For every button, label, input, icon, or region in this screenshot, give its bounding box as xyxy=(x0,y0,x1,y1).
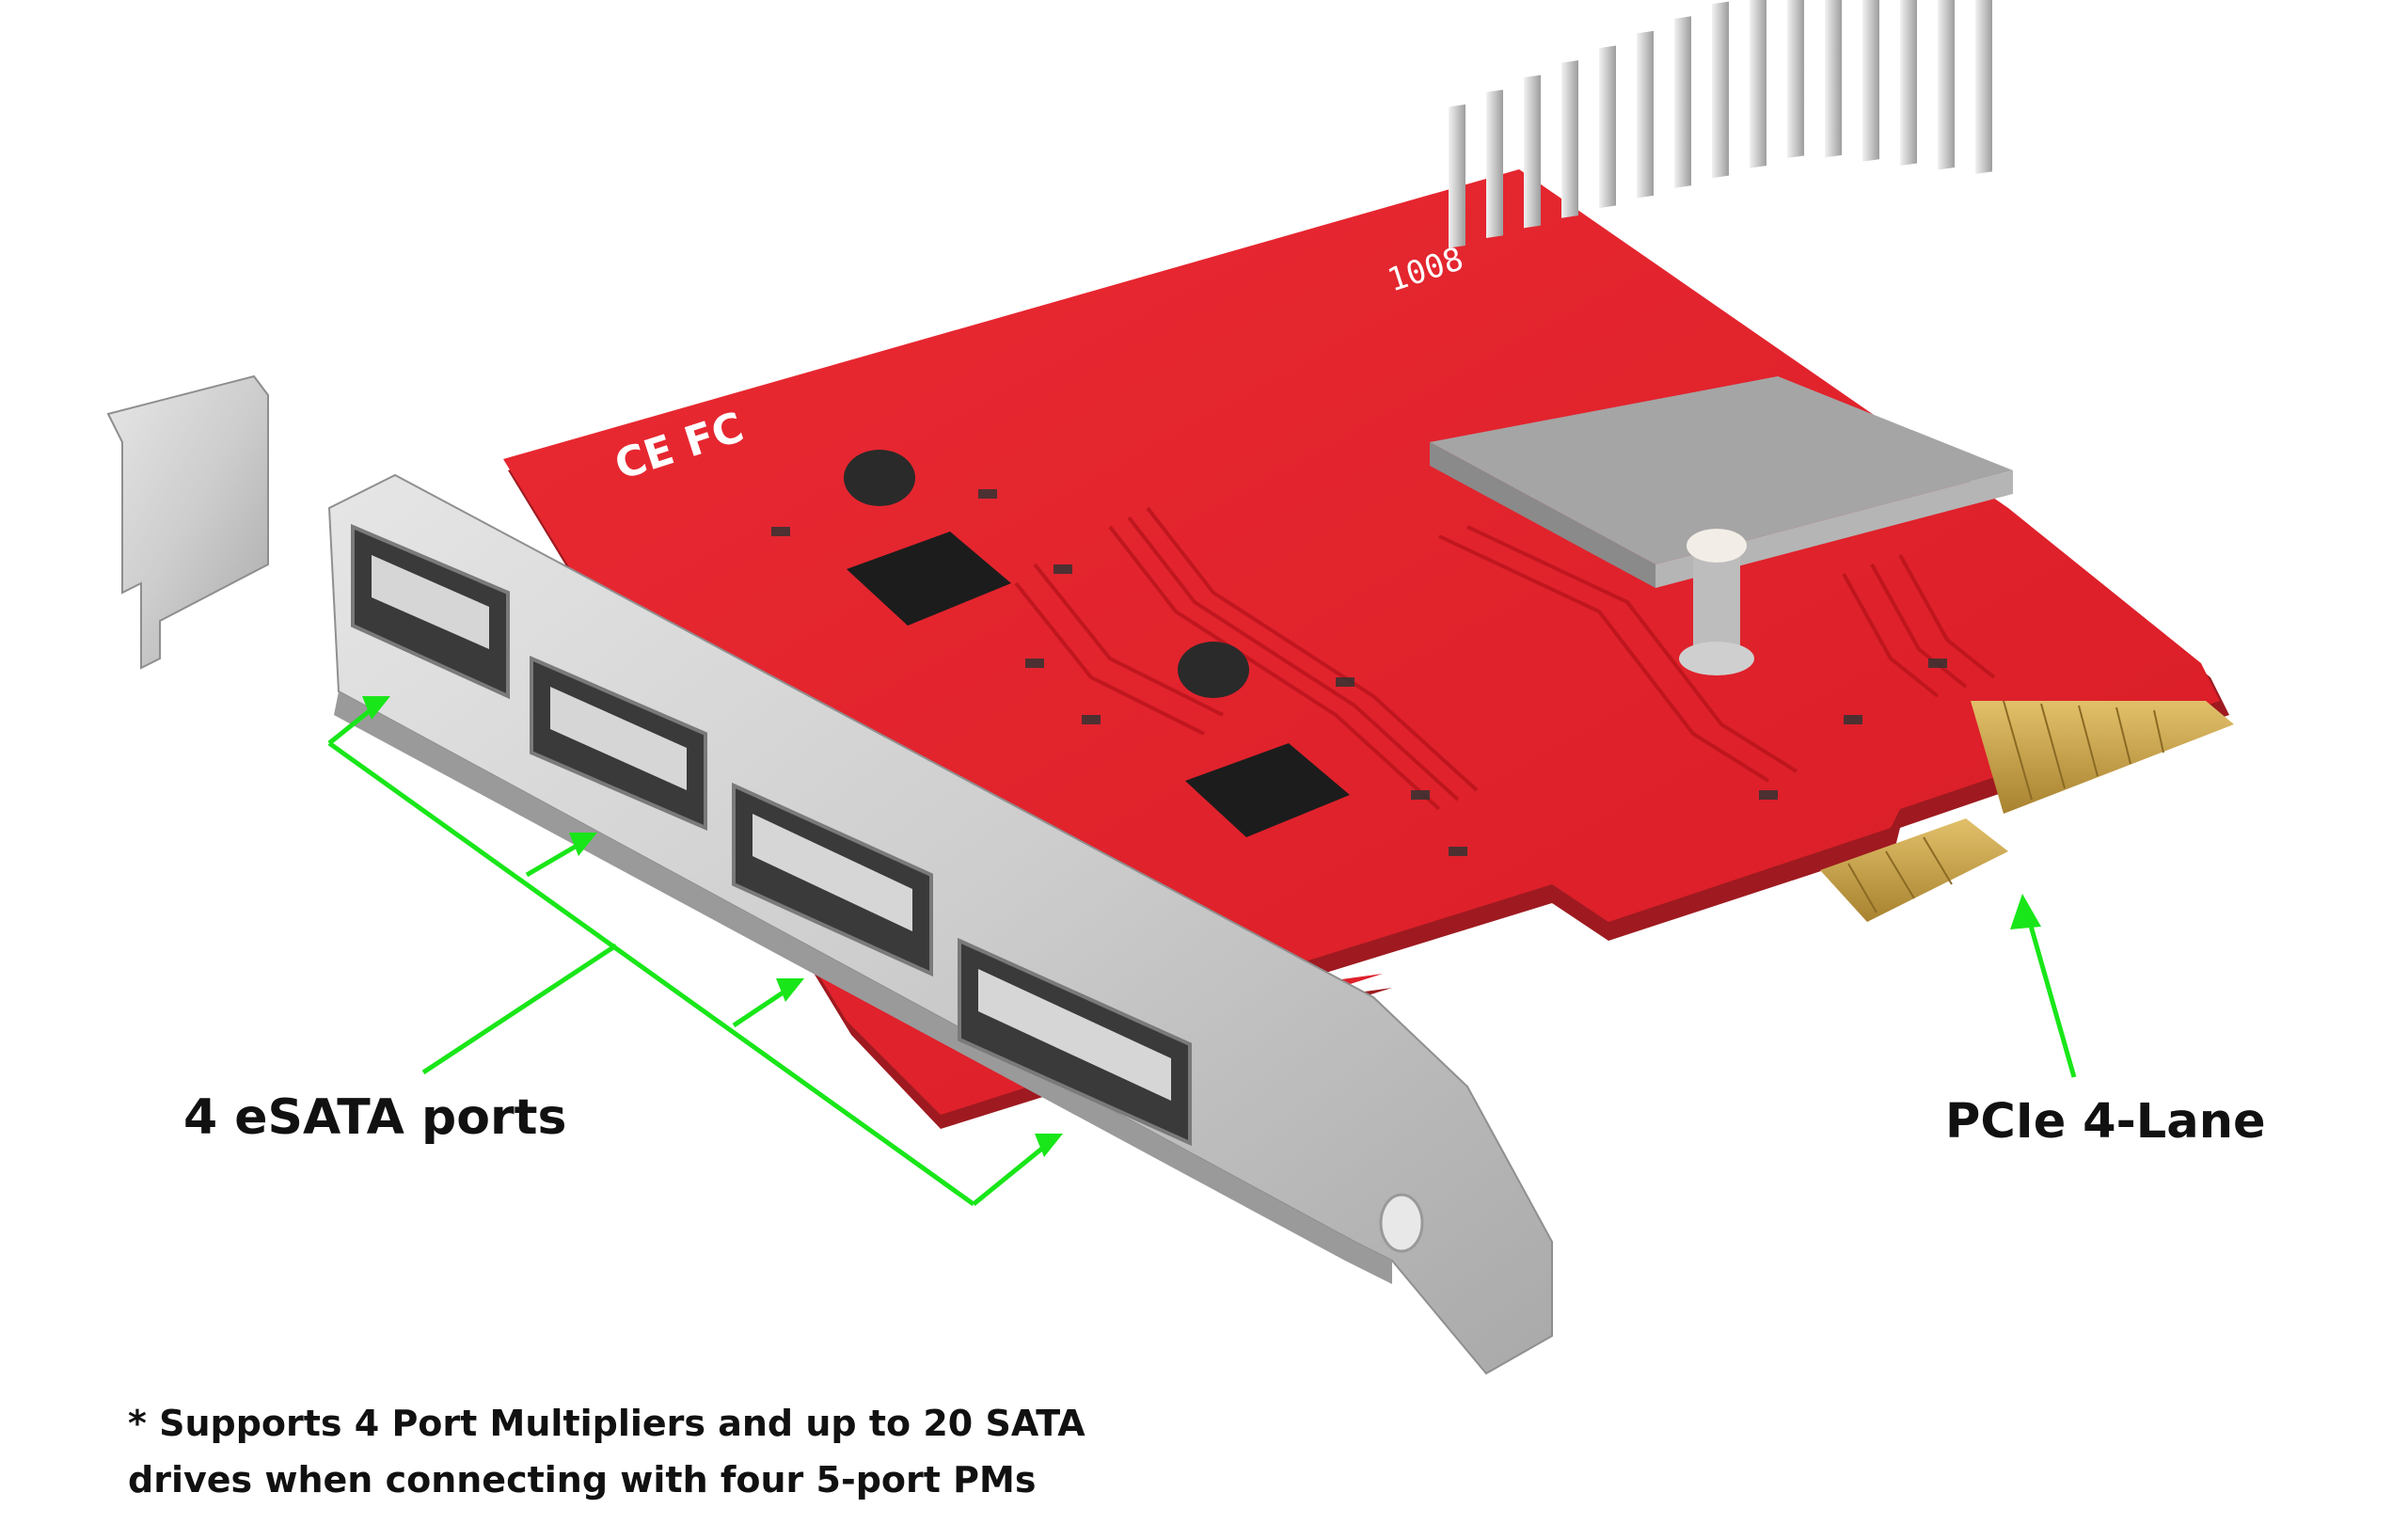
inductor xyxy=(844,450,1249,698)
pcie-lane-label: PCIe 4-Lane xyxy=(1945,1094,2266,1150)
footnote: * Supports 4 Port Multipliers and up to … xyxy=(128,1395,1085,1508)
footnote-line-1: * Supports 4 Port Multipliers and up to … xyxy=(128,1403,1085,1444)
heatsink xyxy=(1430,0,2013,675)
standoff-screw xyxy=(1693,546,1740,659)
controller-chip xyxy=(847,532,1350,837)
mounting-bracket xyxy=(106,374,1553,1375)
footnote-line-2: drives when connecting with four 5-port … xyxy=(128,1459,1037,1500)
esata-ports-label: 4 eSATA ports xyxy=(183,1089,567,1146)
esata-arrows xyxy=(327,704,1051,1207)
pcie-connector xyxy=(1820,700,2234,922)
arrowheads xyxy=(362,696,1063,1157)
pcie-arrow xyxy=(2010,894,2077,1078)
pcb-board: RoHS CE FC 1008 xyxy=(503,169,2229,1129)
